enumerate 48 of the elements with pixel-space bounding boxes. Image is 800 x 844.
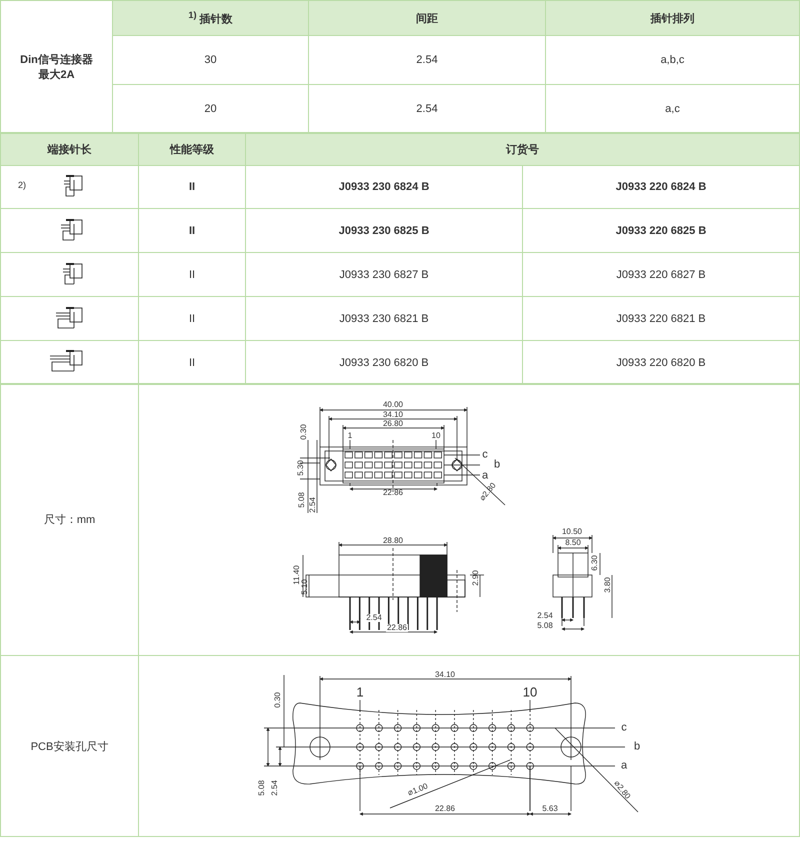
- dimension-label: 5.30: [297, 460, 305, 476]
- pin-number: 1: [348, 432, 352, 440]
- row-letter: b: [634, 742, 640, 752]
- dimension-label: 5.63: [542, 805, 558, 813]
- dimension-label: 8.50: [565, 539, 581, 547]
- dimension-label: 11.40: [293, 565, 301, 585]
- dimension-label: 5.08: [537, 622, 553, 630]
- dimension-label: 40.00: [382, 401, 404, 409]
- dimension-label: 26.80: [382, 420, 404, 428]
- pin-number: 10: [522, 686, 538, 698]
- dimension-label: 3.80: [604, 577, 612, 593]
- dimension-label: 5.10: [301, 579, 309, 595]
- row-letter: b: [494, 460, 500, 470]
- row-letter: c: [482, 450, 488, 460]
- dimension-label: 6.30: [591, 555, 599, 571]
- table-cell: J0933 220 6820 B: [522, 340, 800, 385]
- footnote-mark: 2): [18, 181, 26, 190]
- row-letter: a: [482, 470, 488, 482]
- dimension-label: 2.54: [537, 612, 553, 620]
- dimension-label: 22.86: [382, 489, 404, 497]
- dimension-label: 10.50: [562, 528, 582, 536]
- header-cell: 插针排列: [545, 0, 800, 36]
- dimension-label: 34.10: [434, 671, 456, 679]
- dimension-label: 28.80: [382, 537, 404, 545]
- table-cell: a,c: [545, 84, 800, 133]
- dimension-label: 5.08: [298, 492, 306, 508]
- header-cell: 性能等级: [138, 133, 246, 166]
- header-cell: 端接针长: [0, 133, 139, 166]
- dimension-label: ⌀1.00: [406, 782, 430, 798]
- dimension-label: 5.08: [258, 780, 266, 796]
- dimension-label: 22.86: [434, 805, 456, 813]
- dimension-label: 2.90: [472, 570, 480, 586]
- row-letter: c: [621, 722, 627, 734]
- header-cell: 间距: [308, 0, 546, 36]
- dimension-label: 22.86: [386, 624, 408, 632]
- dimension-label: 2.54: [365, 614, 383, 622]
- row-letter: a: [620, 760, 628, 772]
- dimension-label: 0.30: [274, 692, 282, 708]
- header-cell: $^{1)}$ 插针数: [112, 0, 309, 36]
- pin-number: 10: [432, 432, 440, 440]
- dimension-label: 2.54: [271, 780, 279, 796]
- table-cell: 尺寸：mm: [0, 383, 139, 656]
- header-cell: 订货号: [245, 133, 800, 166]
- dimension-label: 2.54: [309, 497, 317, 513]
- dimension-label: 0.30: [300, 424, 308, 440]
- dimension-label: 34.10: [382, 411, 404, 419]
- pin-number: 1: [356, 686, 364, 698]
- table-cell: PCB安装孔尺寸: [0, 655, 139, 837]
